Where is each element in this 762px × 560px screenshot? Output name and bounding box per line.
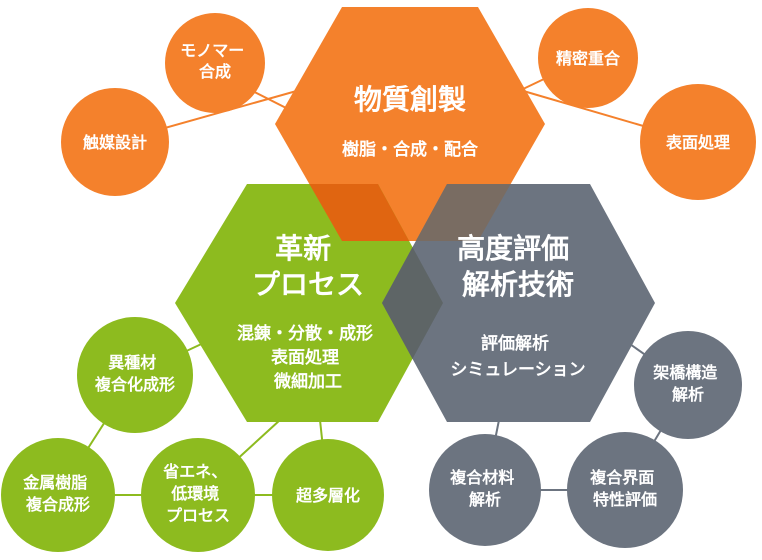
process-subtitle: 混錬・分散・成形 表面処理 微細加工: [237, 323, 379, 392]
composite-analysis-line1: 複合材料: [449, 468, 514, 487]
interface-line1: 複合界面: [589, 468, 654, 487]
evaluation-hexagon: [382, 184, 655, 422]
energy-saving-line3: プロセス: [166, 506, 230, 525]
material-title-line: 物質創製: [354, 83, 466, 116]
process-title: 革新 プロセス: [252, 232, 364, 301]
material-hexagon: [275, 7, 545, 241]
process-title-line2: プロセス: [252, 268, 364, 301]
heterogeneous-label: 異種材 複合化成形: [94, 353, 175, 394]
metal-resin-line2: 複合成形: [25, 495, 90, 514]
surface-line1: 表面処理: [665, 133, 730, 152]
metal-resin-circle: [1, 438, 115, 552]
monomer-line1: モノマー: [180, 41, 244, 60]
composite-analysis-circle: [429, 434, 541, 546]
interface-label: 複合界面 特性評価: [589, 468, 660, 509]
metal-resin-line1: 金属樹脂: [22, 473, 87, 492]
multilayer-line1: 超多層化: [295, 486, 360, 505]
process-hexagon: [175, 184, 443, 422]
monomer-line2: 合成: [199, 62, 231, 81]
surface-treatment-circle: [640, 84, 756, 200]
multilayer-circle: [272, 439, 384, 551]
composite-analysis-label: 複合材料 解析: [449, 468, 520, 509]
process-subtitle-line1: 混錬・分散・成形: [237, 323, 373, 344]
crosslink-line1: 架橋構造: [652, 363, 718, 382]
crosslink-label: 架橋構造 解析: [652, 363, 723, 404]
energy-saving-line2: 低環境: [170, 484, 219, 503]
heterogeneous-line1: 異種材: [108, 353, 156, 372]
catalyst-circle: [61, 88, 169, 196]
evaluation-title-line2: 解析技術: [462, 268, 574, 301]
multilayer-label: 超多層化: [295, 486, 360, 505]
energy-saving-circle: [141, 438, 255, 552]
evaluation-subtitle: 評価解析 シミュレーション: [450, 333, 585, 380]
catalyst-label: 触媒設計: [82, 133, 147, 152]
evaluation-subtitle-line1: 評価解析: [481, 333, 549, 354]
interface-circle: [567, 432, 683, 548]
precision-line1: 精密重合: [556, 49, 621, 68]
monomer-label: モノマー 合成: [180, 41, 250, 81]
crosslink-line2: 解析: [672, 385, 704, 404]
evaluation-subtitle-line2: シミュレーション: [450, 360, 585, 380]
heterogeneous-circle: [77, 317, 193, 433]
material-subtitle-line: 樹脂・合成・配合: [342, 139, 479, 160]
energy-saving-label: 省エネ、 低環境 プロセス: [162, 462, 233, 525]
material-subtitle: 樹脂・合成・配合: [342, 139, 479, 160]
crosslink-circle: [634, 331, 742, 439]
metal-resin-label: 金属樹脂 複合成形: [22, 473, 93, 514]
precision-label: 精密重合: [556, 49, 621, 68]
heterogeneous-line2: 複合化成形: [94, 375, 175, 394]
process-title-line1: 革新: [275, 232, 331, 265]
interface-line2: 特性評価: [593, 490, 657, 509]
composite-analysis-line2: 解析: [469, 490, 501, 509]
process-subtitle-line2: 表面処理: [271, 347, 339, 368]
evaluation-title: 高度評価 解析技術: [457, 232, 579, 301]
energy-saving-line1: 省エネ、: [162, 462, 227, 481]
catalyst-line1: 触媒設計: [82, 133, 147, 152]
precision-polymerization-circle: [538, 8, 638, 108]
process-subtitle-line3: 微細加工: [273, 371, 342, 392]
monomer-circle: [165, 13, 265, 113]
evaluation-title-line1: 高度評価: [457, 232, 569, 265]
surface-label: 表面処理: [665, 133, 730, 152]
material-title: 物質創製: [354, 83, 466, 116]
